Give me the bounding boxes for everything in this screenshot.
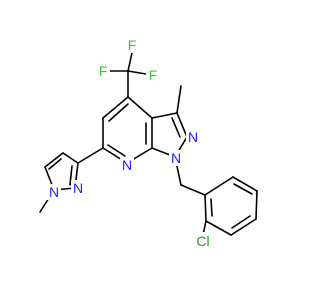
bond-cf3-f2 (127, 52, 133, 72)
bond-c3-methyl (176, 85, 182, 114)
bond-ar-2-3 (232, 176, 258, 192)
bond-c6-pz (77, 147, 104, 164)
bond-cf3-f3 (127, 70, 147, 75)
bond-c3-n2-double (171, 117, 181, 138)
nitrogen-label-left-pyrazole-n2: N (73, 180, 83, 196)
nitrogen-label-n1: N (171, 150, 181, 166)
fluorine-label-top: F (128, 37, 137, 53)
bond-pz-c4-c5 (44, 152, 64, 168)
bond-c3a-c3 (151, 112, 178, 119)
atom-labels: F F F N N N N N Cl (47, 37, 215, 249)
bond-c5-c4-double (108, 103, 129, 122)
fluorine-label-left: F (99, 63, 108, 79)
bond-ar-5-6 (205, 220, 232, 236)
nitrogen-label-n2: N (188, 129, 198, 145)
bond-pz-c4-c5-double (48, 158, 62, 170)
bond-pz-c3-c4 (62, 152, 79, 164)
bond-c4-c3a (127, 96, 153, 119)
bond-ar-6-1-double (210, 198, 213, 217)
bond-ar-6-1 (204, 194, 207, 222)
nitrogen-label-pyridine: N (122, 157, 132, 173)
structure-diagram: F F F N N N N N Cl (39, 37, 258, 249)
nitrogen-label-left-pyrazole-n1: N (49, 184, 59, 200)
bond-c5-c4 (102, 96, 129, 119)
bond-pz-n2-c3-double (69, 165, 73, 186)
molecule-canvas: F F F N N N N N Cl (39, 37, 258, 249)
bond-ar-4-5-double (231, 215, 251, 229)
chlorine-label: Cl (196, 233, 209, 249)
fluorine-label-right: F (149, 67, 158, 83)
bond-ar-4-5 (230, 218, 257, 236)
bond-c3-n2 (176, 112, 188, 138)
bond-ar-3-4 (255, 190, 258, 220)
bond-ar-1-2 (204, 176, 234, 196)
bond-n7-c6-double (107, 144, 126, 157)
bond-ar-2-3-double (233, 183, 253, 195)
bond-ch2-aryl (180, 184, 206, 196)
